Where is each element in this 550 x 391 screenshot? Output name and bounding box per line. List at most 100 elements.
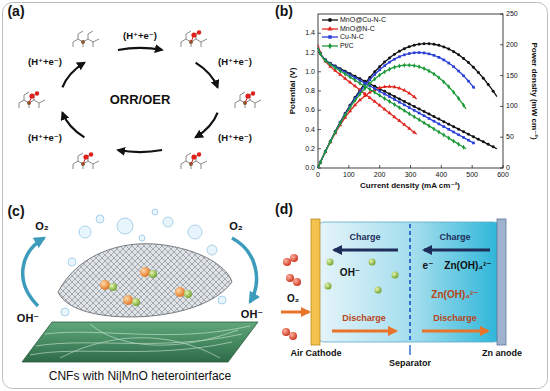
data-marker: [472, 135, 475, 138]
tick-marks: [318, 14, 503, 168]
oxygen-molecules: [283, 258, 291, 266]
oxygen-molecules: [286, 274, 294, 282]
data-marker: [452, 90, 455, 95]
tick-label: 500: [466, 171, 478, 179]
fiber-lines: [90, 324, 238, 345]
species-label: O₂: [229, 220, 242, 232]
data-marker: [438, 123, 441, 126]
data-marker: [452, 50, 455, 53]
data-marker: [432, 43, 435, 46]
legend-entry: MnO@N-C: [322, 25, 376, 33]
fiber-lines: [30, 342, 232, 355]
process-label: Discharge: [433, 314, 477, 324]
component-label: Zn anode: [482, 349, 522, 359]
tick-label: 0.2: [305, 145, 315, 153]
species-label: O₂: [35, 220, 48, 232]
data-marker: [433, 72, 436, 77]
tick-label: 1.4: [305, 29, 315, 37]
molecular-structure: [73, 31, 99, 47]
legend-text: MnO@Cu-N-C: [339, 16, 387, 24]
data-marker: [487, 83, 490, 86]
oxygen-molecules: [293, 278, 301, 286]
fiber-lines: [60, 338, 220, 358]
legend-entry: Pt/C: [322, 42, 355, 50]
data-marker: [388, 56, 391, 59]
gas-bubbles: [117, 218, 133, 234]
hydroxide-ions: [369, 259, 376, 266]
data-marker: [442, 133, 445, 138]
gas-bubbles: [207, 245, 217, 255]
legend-text: MnO@N-C: [339, 25, 376, 33]
data-marker: [447, 84, 450, 89]
data-marker: [457, 133, 460, 136]
data-marker: [388, 95, 391, 98]
reaction-arrow: [232, 238, 256, 302]
cycle-arrow: [118, 48, 162, 50]
data-marker: [363, 86, 366, 91]
molecular-structure: [235, 91, 261, 108]
data-marker: [378, 90, 381, 93]
data-marker: [398, 101, 401, 104]
data-marker: [397, 119, 401, 122]
discharge-arrow: [332, 330, 396, 333]
data-marker: [393, 95, 396, 98]
data-marker: [398, 55, 401, 58]
data-marker: [418, 108, 421, 111]
data-marker: [329, 62, 332, 67]
cnf-illustration: [22, 209, 258, 362]
tick-marks: [503, 165, 504, 168]
data-marker: [402, 88, 406, 91]
data-marker: [462, 74, 465, 77]
data-marker: [433, 54, 436, 57]
data-marker: [492, 145, 495, 148]
cycle-arrow: [118, 150, 162, 152]
tick-label: 200: [506, 41, 518, 49]
data-marker: [437, 130, 440, 135]
cycle-arrow: [62, 63, 84, 88]
data-marker: [398, 63, 401, 68]
data-marker: [472, 66, 475, 69]
gas-bubbles: [61, 308, 69, 316]
data-marker: [408, 63, 411, 68]
data-marker: [368, 95, 372, 98]
chart: [318, 14, 503, 168]
species-label: OH⁻: [17, 312, 39, 324]
data-marker: [339, 69, 342, 74]
tick-label: 150: [506, 72, 518, 80]
data-marker: [457, 96, 460, 101]
data-marker: [383, 107, 387, 110]
data-marker: [452, 139, 455, 144]
gas-bubbles: [152, 209, 158, 215]
data-marker: [373, 90, 376, 95]
data-marker: [397, 86, 401, 89]
gas-bubbles: [79, 226, 91, 238]
panel-label: (c): [7, 204, 24, 219]
oxygen-molecules: [282, 254, 301, 340]
data-marker: [348, 80, 352, 83]
gas-bubbles: [163, 217, 173, 227]
tick-label: 0.8: [305, 87, 315, 95]
data-marker: [418, 51, 421, 54]
legend-swatch: [322, 33, 339, 41]
tick-marks: [318, 33, 321, 34]
data-marker: [457, 128, 460, 131]
tick-label: 0.0: [305, 164, 315, 172]
data-marker: [383, 61, 386, 64]
data-marker: [428, 113, 431, 116]
hydroxide-ions: [392, 272, 399, 279]
component-label: Air Cathode: [290, 349, 341, 359]
data-marker: [383, 85, 387, 88]
legend-swatch-part: [328, 18, 332, 22]
carbon-nanofiber-mat: [22, 322, 258, 362]
data-marker: [442, 125, 445, 128]
tick-label: 0.4: [305, 126, 315, 134]
ni-mno-particles: [175, 287, 185, 297]
data-marker: [388, 111, 392, 114]
polarization-curve: [318, 48, 466, 149]
electrolyte-cell: [318, 222, 500, 342]
data-marker: [393, 58, 396, 61]
tick-marks: [500, 137, 503, 138]
proton-electron-step: (H⁺+e⁻): [28, 133, 62, 143]
data-marker: [403, 104, 406, 107]
